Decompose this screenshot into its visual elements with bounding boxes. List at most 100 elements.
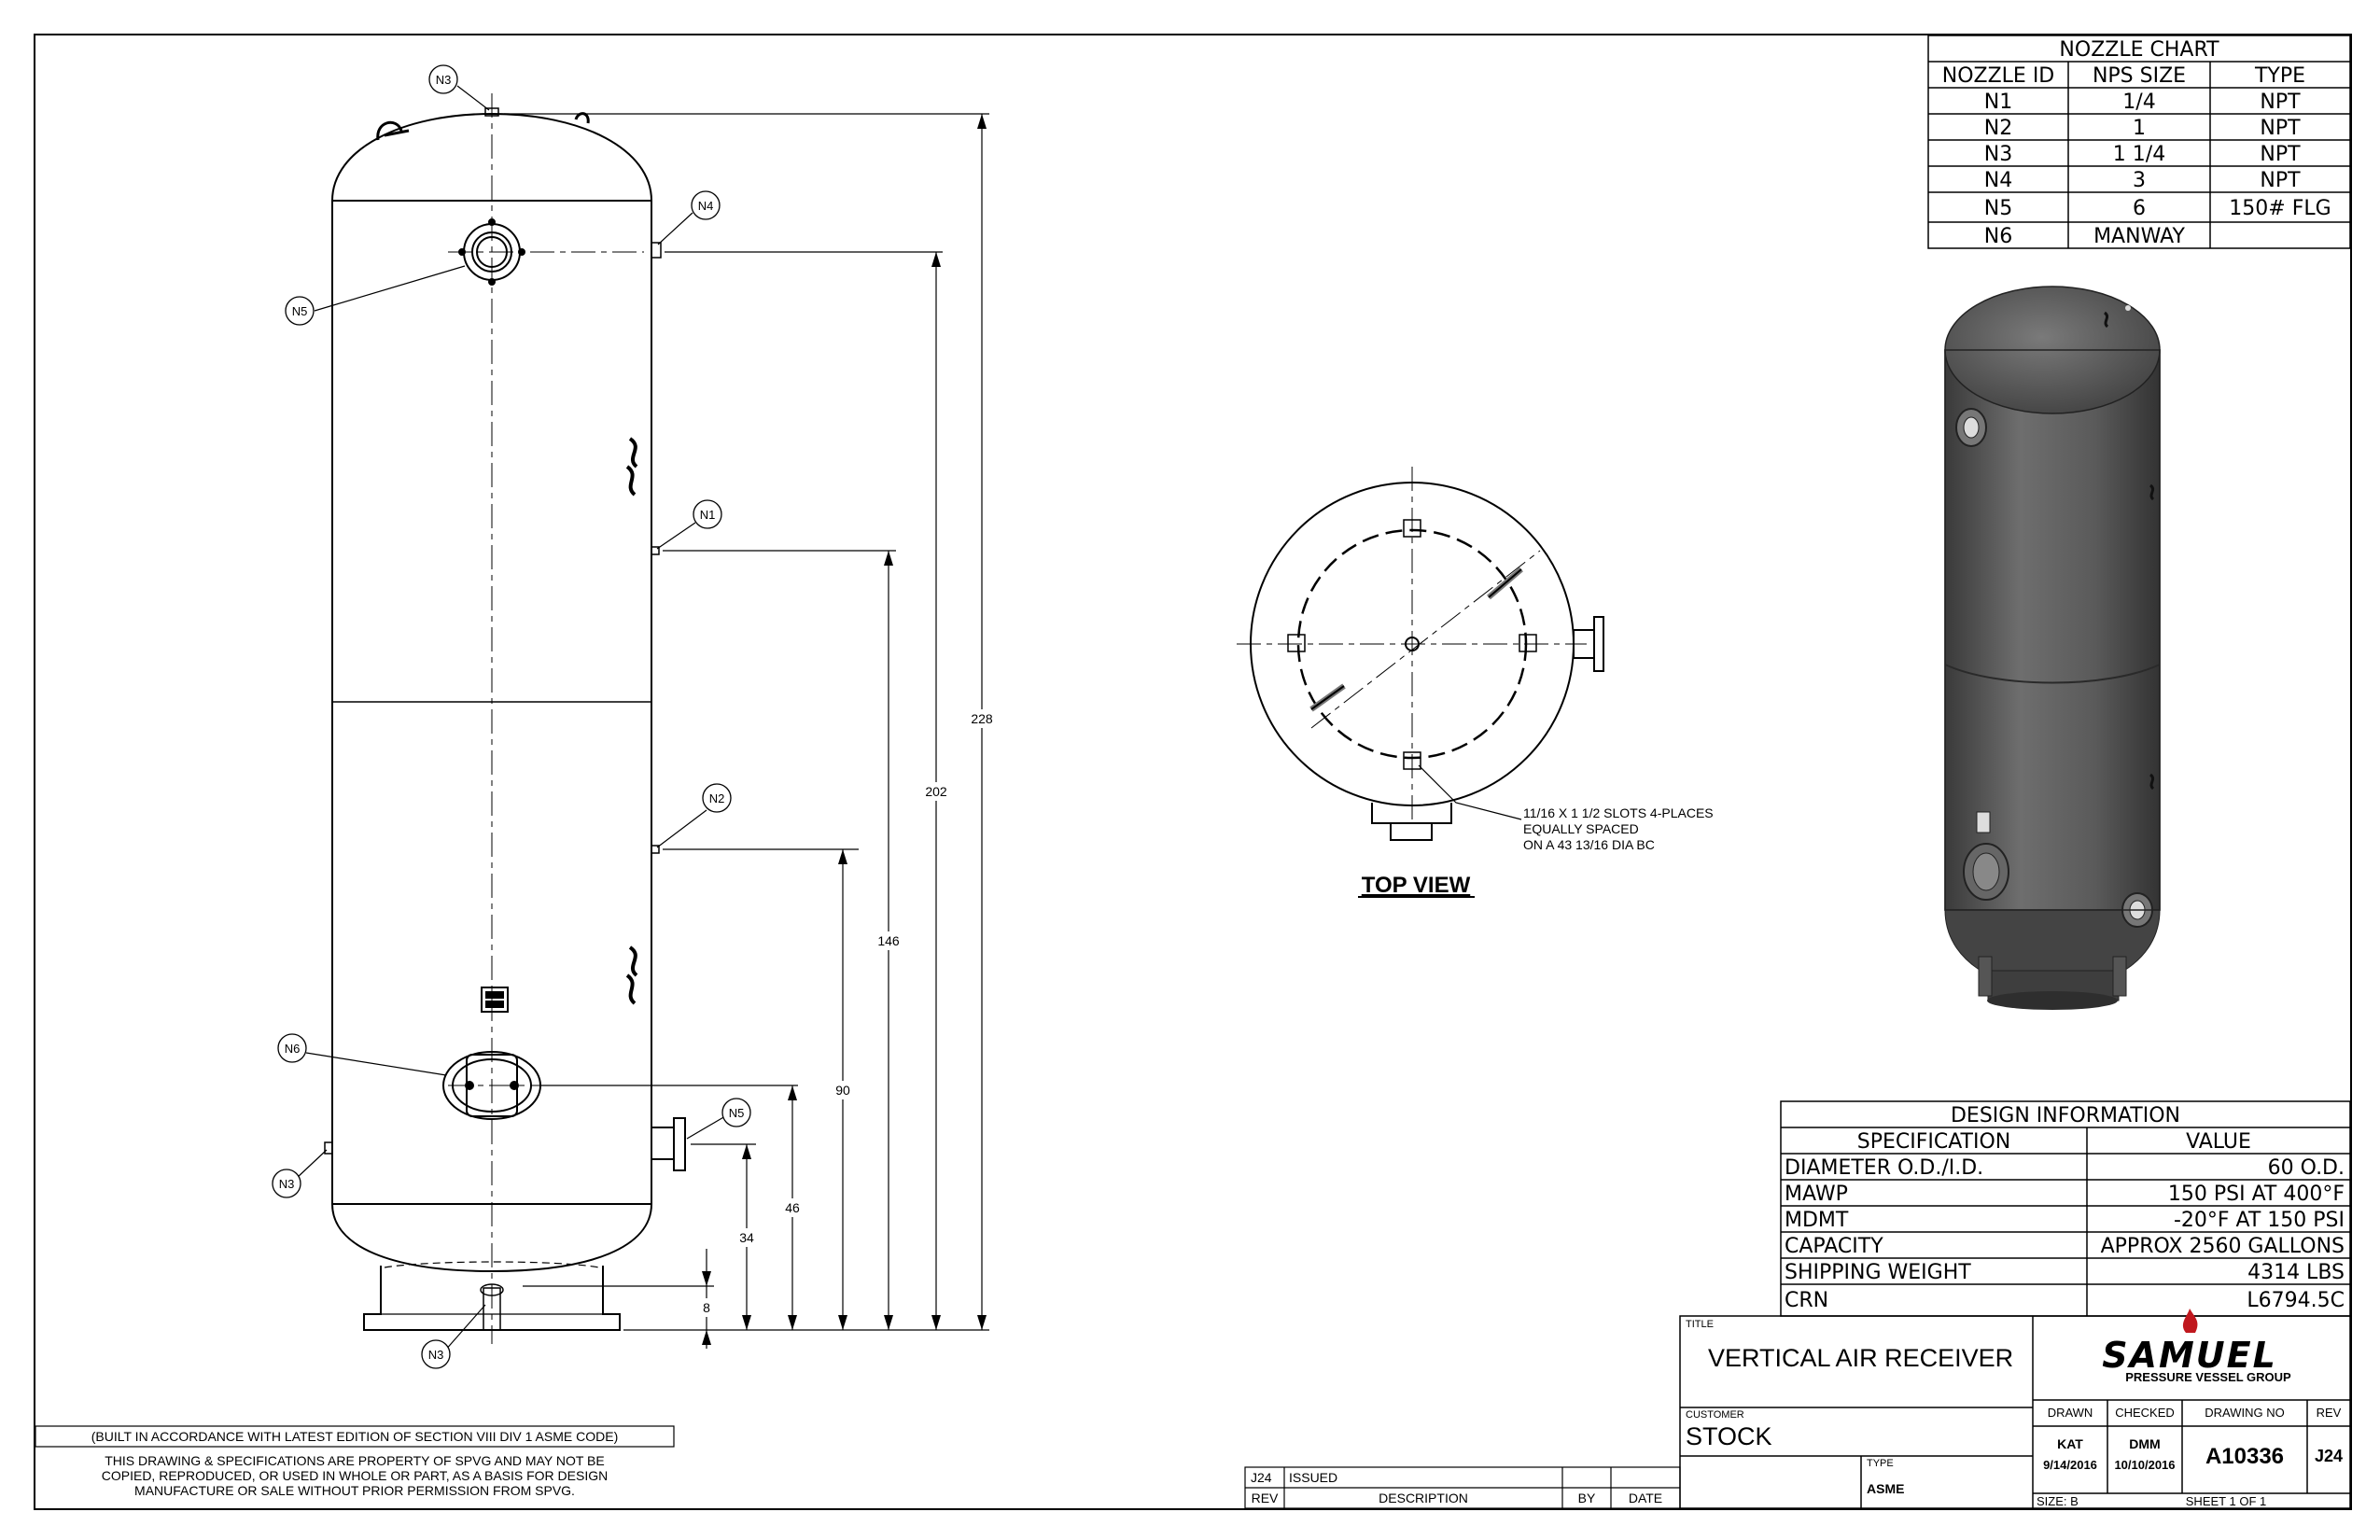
nameplate <box>481 987 509 1013</box>
by-header: BY <box>1578 1491 1596 1505</box>
nozzle-header-size: NPS SIZE <box>2093 64 2186 88</box>
nozzle-cell: NPT <box>2260 169 2301 192</box>
design-spec: MDMT <box>1785 1209 1849 1232</box>
callout-label: N3 <box>279 1177 295 1191</box>
revision-description: ISSUED <box>1289 1470 1337 1485</box>
drawn-by: KAT <box>2057 1436 2083 1451</box>
drawn-label: DRAWN <box>2048 1406 2093 1420</box>
callout-labels: N3 N4 N5 N1 N2 N6 N5 N3 N3 <box>279 73 745 1362</box>
callouts <box>296 85 726 1352</box>
sheet-size: SIZE: B <box>2037 1494 2079 1508</box>
design-info-text: DESIGN INFORMATION SPECIFICATION VALUE D… <box>1785 1104 2345 1312</box>
callout-n1 <box>693 499 722 529</box>
customer-name: STOCK <box>1686 1422 1772 1450</box>
property-note-1: THIS DRAWING & SPECIFICATIONS ARE PROPER… <box>105 1453 604 1468</box>
nozzle-cell: N5 <box>1984 197 2012 220</box>
nozzle-cell: 1 <box>2133 117 2146 140</box>
property-note-3: MANUFACTURE OR SALE WITHOUT PRIOR PERMIS… <box>134 1483 575 1498</box>
bottom-head <box>331 1203 652 1273</box>
callout-n2 <box>702 783 732 813</box>
callout-n3-bottom <box>421 1339 451 1369</box>
dimension-arrows <box>702 114 987 1345</box>
drawing-number: A10336 <box>2205 1444 2284 1469</box>
logo-wordmark: SAMUEL <box>2102 1335 2277 1376</box>
nozzle-cell: N1 <box>1984 91 2012 114</box>
design-value: 150 PSI AT 400°F <box>2168 1183 2345 1206</box>
dim-228: 228 <box>971 711 993 726</box>
callout-label: N5 <box>292 304 308 318</box>
property-note-2: COPIED, REPRODUCED, OR USED IN WHOLE OR … <box>102 1468 608 1483</box>
rev-header: REV <box>1252 1491 1279 1505</box>
design-spec: SHIPPING WEIGHT <box>1785 1261 1971 1284</box>
nozzle-cell: N2 <box>1984 117 2012 140</box>
front-view <box>324 93 686 1344</box>
nozzle-cell: 1 1/4 <box>2113 143 2165 166</box>
rev-label: REV <box>2317 1406 2342 1420</box>
design-spec: CRN <box>1785 1289 1828 1312</box>
nozzle-cell: MANWAY <box>2093 225 2185 248</box>
callout-label: N1 <box>700 508 716 522</box>
design-spec: MAWP <box>1785 1183 1848 1206</box>
notes-block <box>35 1425 675 1448</box>
callout-n3-side <box>272 1169 301 1198</box>
callout-n6 <box>277 1033 307 1063</box>
checked-label: CHECKED <box>2115 1406 2175 1420</box>
callout-label: N5 <box>729 1106 745 1120</box>
nozzle-cell: NPT <box>2260 91 2301 114</box>
nozzle-cell: 150# FLG <box>2229 197 2331 220</box>
nozzle-chart-text: NOZZLE CHART NOZZLE ID NPS SIZE TYPE N1 … <box>1942 38 2331 248</box>
callout-n4 <box>691 190 721 220</box>
nozzle-cell: N3 <box>1984 143 2012 166</box>
design-value: 60 O.D. <box>2268 1156 2345 1180</box>
checked-by: DMM <box>2129 1436 2160 1451</box>
design-info-title: DESIGN INFORMATION <box>1951 1104 2180 1127</box>
nozzle-cell: 6 <box>2133 197 2146 220</box>
nozzle-header-type: TYPE <box>2254 64 2305 88</box>
drawn-date: 9/14/2016 <box>2043 1458 2097 1472</box>
sheet-number: SHEET 1 OF 1 <box>2186 1494 2266 1508</box>
clip-lower <box>625 945 638 1005</box>
callout-label: N2 <box>709 791 725 805</box>
sheet-border <box>34 34 2352 1510</box>
checked-date: 10/10/2016 <box>2114 1458 2175 1472</box>
revision-text: J24 ISSUED REV DESCRIPTION BY DATE <box>1251 1470 1662 1505</box>
code-note: (BUILT IN ACCORDANCE WITH LATEST EDITION… <box>91 1429 618 1444</box>
design-value: -20°F AT 150 PSI <box>2174 1209 2345 1232</box>
design-value: APPROX 2560 GALLONS <box>2101 1235 2345 1258</box>
dim-146: 146 <box>877 933 900 948</box>
type-label: TYPE <box>1867 1458 1894 1469</box>
nozzle-chart <box>1927 35 2351 249</box>
dim-90: 90 <box>835 1083 850 1098</box>
title-block-text: TITLE VERTICAL AIR RECEIVER CUSTOMER STO… <box>1686 1319 2343 1508</box>
callout-n3-top <box>428 64 458 94</box>
nozzle-chart-title: NOZZLE CHART <box>2059 38 2219 62</box>
nozzle-cell: 1/4 <box>2122 91 2155 114</box>
clip-upper <box>625 437 638 497</box>
lifting-lug-left <box>376 120 410 141</box>
drawing-title: VERTICAL AIR RECEIVER <box>1708 1344 2013 1372</box>
design-value: 4314 LBS <box>2247 1261 2345 1284</box>
dimension-lines <box>504 113 989 1349</box>
design-value: L6794.5C <box>2247 1289 2345 1312</box>
dimension-values: 228 202 146 90 46 34 8 <box>697 709 995 1317</box>
nozzle-header-id: NOZZLE ID <box>1942 64 2055 88</box>
notes-text: (BUILT IN ACCORDANCE WITH LATEST EDITION… <box>91 1429 618 1498</box>
date-header: DATE <box>1629 1491 1662 1505</box>
nozzle-cell: N6 <box>1984 225 2012 248</box>
vessel-render <box>1944 286 2161 1010</box>
dim-8: 8 <box>703 1300 710 1315</box>
dim-202: 202 <box>925 784 947 799</box>
design-spec: CAPACITY <box>1785 1235 1883 1258</box>
nozzle-cell: N4 <box>1984 169 2012 192</box>
design-header-value: VALUE <box>2186 1130 2251 1154</box>
type-value: ASME <box>1867 1481 1904 1496</box>
nozzle-cell: NPT <box>2260 143 2301 166</box>
dim-46: 46 <box>785 1200 800 1215</box>
slot-note-1: 11/16 X 1 1/2 SLOTS 4-PLACES <box>1523 805 1714 820</box>
flame-icon <box>2182 1309 2198 1333</box>
design-spec: DIAMETER O.D./I.D. <box>1785 1156 1983 1180</box>
nozzle-cell: NPT <box>2260 117 2301 140</box>
callout-label: N4 <box>698 199 714 213</box>
top-view <box>1237 467 1604 841</box>
